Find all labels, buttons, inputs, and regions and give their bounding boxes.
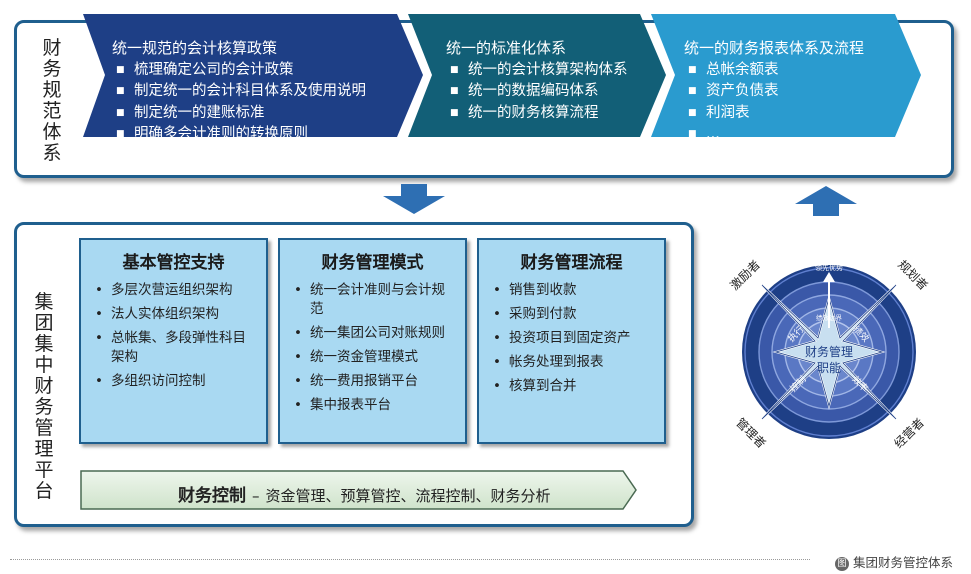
box-item: 统一集团公司对账规则 bbox=[280, 324, 465, 343]
finance-management-mode-box: 财务管理模式 统一会计准则与会计规范 统一集团公司对账规则 统一资金管理模式 统… bbox=[278, 238, 467, 444]
chevron-1-item: 梳理确定公司的会计政策 bbox=[112, 60, 366, 82]
finance-function-wheel: 领先优势 绩效边界 财务管理 职能 执行 绩效 控制 效率 激励者 规划者 管理… bbox=[727, 257, 931, 451]
chevron-3-heading: 统一的财务报表体系及流程 bbox=[684, 39, 865, 57]
box-item: 多组织访问控制 bbox=[81, 372, 266, 391]
chevron-2-text: 统一的标准化体系 统一的会计核算架构体系 统一的数据编码体系 统一的财务核算流程 bbox=[446, 38, 628, 124]
chevron-3-text: 统一的财务报表体系及流程 总帐余额表 资产负债表 利润表 ... bbox=[684, 38, 864, 146]
wheel-top-label: 领先优势 bbox=[815, 263, 843, 272]
finance-control-bar bbox=[80, 470, 637, 510]
corner-label-manager: 管理者 bbox=[733, 415, 769, 451]
chevron-3-item: ... bbox=[684, 124, 864, 146]
up-arrow-icon bbox=[795, 186, 857, 216]
box-item: 统一资金管理模式 bbox=[280, 348, 465, 367]
box-item: 采购到付款 bbox=[479, 305, 664, 324]
chevron-1-text: 统一规范的会计核算政策 梳理确定公司的会计政策 制定统一的会计科目体系及使用说明… bbox=[112, 38, 366, 146]
figure-caption: 图集团财务管控体系 bbox=[834, 552, 953, 571]
bottom-side-label: 集团集中财务管理平台 bbox=[34, 291, 54, 502]
wheel-center-line2: 职能 bbox=[817, 361, 841, 375]
corner-label-operator: 经营者 bbox=[891, 415, 926, 450]
caption-text: 集团财务管控体系 bbox=[852, 555, 953, 570]
chevron-2-item: 统一的数据编码体系 bbox=[446, 81, 628, 103]
box-title: 财务管理流程 bbox=[520, 253, 623, 273]
finance-management-process-box: 财务管理流程 销售到收款 采购到付款 投资项目到固定资产 帐务处理到报表 核算到… bbox=[477, 238, 666, 444]
box-item: 多层次营运组织架构 bbox=[81, 281, 266, 300]
chevron-1-item: 明确多会计准则的转换原则 bbox=[112, 124, 366, 146]
box-title: 财务管理模式 bbox=[321, 253, 424, 273]
corner-label-motivator: 激励者 bbox=[727, 257, 762, 292]
basic-control-support-box: 基本管控支持 多层次营运组织架构 法人实体组织架构 总帐集、多段弹性科目架构 多… bbox=[79, 238, 268, 444]
chevron-3-item: 利润表 bbox=[684, 103, 864, 125]
box-item: 统一费用报销平台 bbox=[280, 372, 465, 391]
box-item: 帐务处理到报表 bbox=[479, 353, 664, 372]
chevron-2-item: 统一的会计核算架构体系 bbox=[446, 60, 628, 82]
box-item: 投资项目到固定资产 bbox=[479, 329, 664, 348]
chevron-3-item: 总帐余额表 bbox=[684, 60, 864, 82]
finance-control-dash: – bbox=[252, 487, 260, 505]
box-item: 总帐集、多段弹性科目架构 bbox=[81, 329, 266, 367]
down-arrow-icon bbox=[383, 184, 445, 214]
chevron-2-item: 统一的财务核算流程 bbox=[446, 103, 628, 125]
corner-label-planner: 规划者 bbox=[895, 257, 931, 293]
finance-control-items: 资金管理、预算管控、流程控制、财务分析 bbox=[265, 487, 551, 505]
wheel-inner-label: 绩效边界 bbox=[816, 313, 843, 322]
finance-control-text: 财务控制–资金管理、预算管控、流程控制、财务分析 bbox=[178, 481, 551, 506]
box-title: 基本管控支持 bbox=[122, 253, 225, 273]
leading-arrow-head-icon bbox=[823, 272, 835, 282]
caption-badge-icon: 图 bbox=[834, 556, 849, 571]
chevron-1-item: 制定统一的建账标准 bbox=[112, 103, 366, 125]
finance-control-title: 财务控制 bbox=[178, 486, 246, 506]
box-item: 核算到合并 bbox=[479, 377, 664, 396]
box-item: 法人实体组织架构 bbox=[81, 305, 266, 324]
wheel-center-line1: 财务管理 bbox=[805, 344, 853, 359]
chevron-3-item: 资产负债表 bbox=[684, 81, 864, 103]
top-side-label: 财务规范体系 bbox=[42, 37, 62, 164]
box-item: 集中报表平台 bbox=[280, 396, 465, 415]
box-item: 销售到收款 bbox=[479, 281, 664, 300]
chevron-2-heading: 统一的标准化体系 bbox=[446, 39, 567, 57]
chevron-1-item: 制定统一的会计科目体系及使用说明 bbox=[112, 81, 366, 103]
box-item: 统一会计准则与会计规范 bbox=[280, 281, 465, 319]
chevron-1-heading: 统一规范的会计核算政策 bbox=[112, 39, 278, 57]
caption-divider bbox=[10, 559, 810, 560]
